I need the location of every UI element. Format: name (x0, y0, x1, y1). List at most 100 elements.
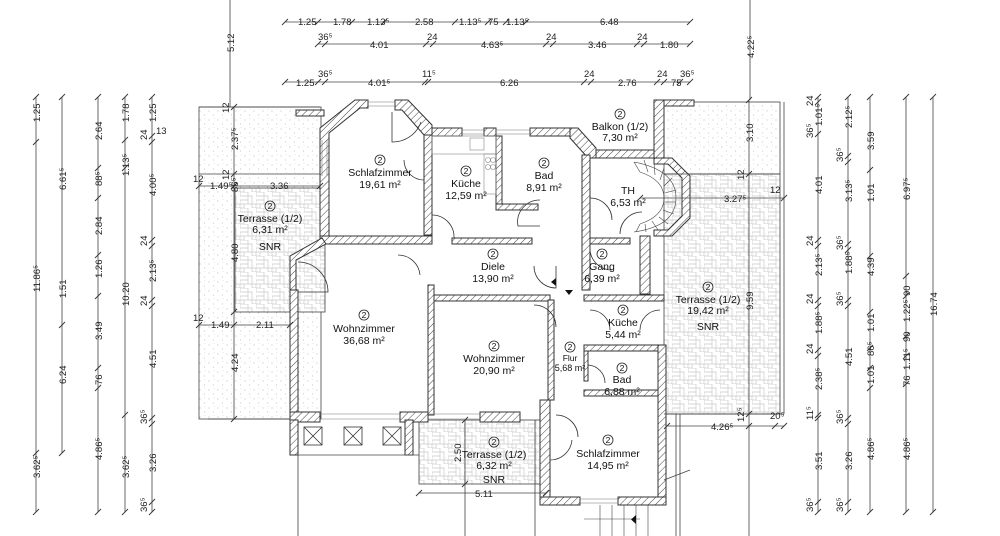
dim-r4-0: 6.97⁵ (902, 178, 913, 200)
dim-r3-3: 1.01 (866, 314, 877, 333)
room-name: Wohnzimmer (463, 353, 525, 365)
floor-marker-icon (488, 340, 500, 352)
dim-tick (929, 508, 937, 516)
dim-tick (653, 78, 661, 86)
dim-l5-s3: 24 (139, 295, 150, 306)
dim-r4-3: 90 (902, 331, 913, 342)
dim-tick (314, 40, 322, 48)
dim-top2-s0: 36⁵ (318, 32, 333, 43)
floor-marker-icon (564, 341, 576, 353)
dim-tick (230, 182, 238, 190)
dim-tick (866, 166, 874, 174)
dim-in-12d: 12 (193, 313, 204, 324)
shafts (303, 426, 402, 446)
dim-tick (902, 93, 910, 101)
dim-tick (94, 194, 102, 202)
dim-tick (148, 132, 156, 140)
dim-tick (148, 498, 156, 506)
floor-marker: 2 (706, 282, 711, 292)
dim-r1-s4: 24 (805, 343, 816, 354)
room-name: Terrasse (1/2) (462, 449, 527, 461)
dim-l3-1: 88⁵ (94, 171, 105, 186)
dim-r3-1: 1.01 (866, 184, 877, 203)
dim-l1-2: 3.62⁵ (32, 456, 43, 478)
room-schlafzimmer-2: 2 Schlafzimmer 14,95 m² (576, 434, 640, 472)
dim-r4-2: 1.22⁵ (902, 300, 913, 322)
dim-in-3-36: 3.36 (270, 181, 289, 192)
room-area: 6,32 m² (476, 460, 512, 472)
room-name: Wohnzimmer (333, 323, 395, 335)
dim-tick (676, 78, 684, 86)
room-area: 6,31 m² (252, 224, 288, 236)
dim-top2-s2: 24 (546, 32, 557, 43)
dim-tick (281, 18, 289, 26)
dim-tick (314, 18, 322, 26)
dim-tick (745, 170, 753, 178)
dim-tick (286, 321, 294, 329)
floor-marker: 2 (568, 342, 573, 352)
dim-r2-s4: 36⁵ (835, 497, 846, 512)
dim-tick (866, 93, 874, 101)
floor-marker-icon (602, 434, 614, 446)
dim-tick (314, 78, 322, 86)
dim-l5-s0: 13 (156, 126, 167, 137)
dim-tick (148, 302, 156, 310)
dim-in-5-11: 5.11 (475, 489, 493, 500)
dim-tick (686, 40, 694, 48)
dim-l4-2: 10.20 (121, 282, 132, 306)
dim-tick (866, 252, 874, 260)
dim-tick (230, 321, 238, 329)
dim-top2-3: 1.80 (660, 40, 679, 51)
dim-tick (195, 182, 203, 190)
dim-l3-4: 3.49 (94, 322, 105, 341)
dim-l4-3: 3.62⁵ (121, 456, 132, 478)
room-area: 8,91 m² (526, 182, 562, 194)
dim-r2-1: 3.13⁵ (844, 180, 855, 202)
dim-tick (32, 508, 40, 516)
dim-tick (148, 93, 156, 101)
dim-tick (866, 508, 874, 516)
dim-top1-7: 6.48 (600, 17, 619, 28)
floor-marker: 2 (464, 166, 469, 176)
dim-tick (814, 352, 822, 360)
room-balkon: 2 Balkon (1/2) 7,30 m² (592, 108, 648, 144)
dim-tick (866, 384, 874, 392)
down-arrow-icon (565, 290, 573, 295)
dim-r2-s2: 36⁵ (835, 291, 846, 306)
room-terrasse-left: 2 Terrasse (1/2) 6,31 m² SNR (238, 200, 302, 253)
dim-tick (814, 414, 822, 422)
dim-in-4-80: 4.80 (230, 244, 241, 263)
dim-l1-1: 11.86⁵ (32, 265, 43, 292)
room-name: Flur (563, 353, 578, 363)
room-area: 19,61 m² (359, 179, 401, 191)
dim-r2-s3: 36⁵ (835, 409, 846, 424)
dim-top2-2: 3.46 (588, 40, 607, 51)
room-name: Schlafzimmer (576, 448, 640, 460)
room-bad-1: 2 Bad 8,91 m² (526, 157, 562, 194)
dim-tick (814, 93, 822, 101)
room-terrasse-right: 2 Terrasse (1/2) 19,42 m² SNR (676, 281, 740, 333)
dim-tick (902, 352, 910, 360)
dim-r1-s5: 11⁵ (805, 406, 816, 420)
dim-l2-1: 1.51 (58, 280, 69, 299)
dim-in-86: 86⁵ (230, 177, 241, 192)
dim-tick (94, 93, 102, 101)
dim-r1-1: 4.01 (814, 176, 825, 195)
dim-tick (636, 194, 644, 202)
floor-marker: 2 (618, 109, 623, 119)
dim-r3-5: 1.01 (866, 366, 877, 385)
floor-marker: 2 (492, 341, 497, 351)
dim-l3-6: 4.86⁵ (94, 438, 105, 460)
dim-in-12b: 12 (221, 169, 232, 180)
dim-top3-s0: 36⁵ (318, 69, 333, 80)
dim-r2-2: 1.88⁵ (844, 252, 855, 274)
dimension-labels-top: 1.25 1.78 1.13⁵ 2.58 1.13⁵ 75 1.13⁵ 6.48… (296, 17, 695, 89)
dim-top1-2: 1.13⁵ (367, 17, 389, 28)
room-area: 7,30 m² (602, 132, 638, 144)
dim-l3-3: 1.26 (94, 260, 105, 279)
room-schlafzimmer-1: 2 Schlafzimmer 19,61 m² (348, 154, 412, 191)
room-diele: 2 Diele 13,90 m² (472, 248, 514, 285)
dim-tick (195, 321, 203, 329)
dim-tick (461, 480, 469, 488)
